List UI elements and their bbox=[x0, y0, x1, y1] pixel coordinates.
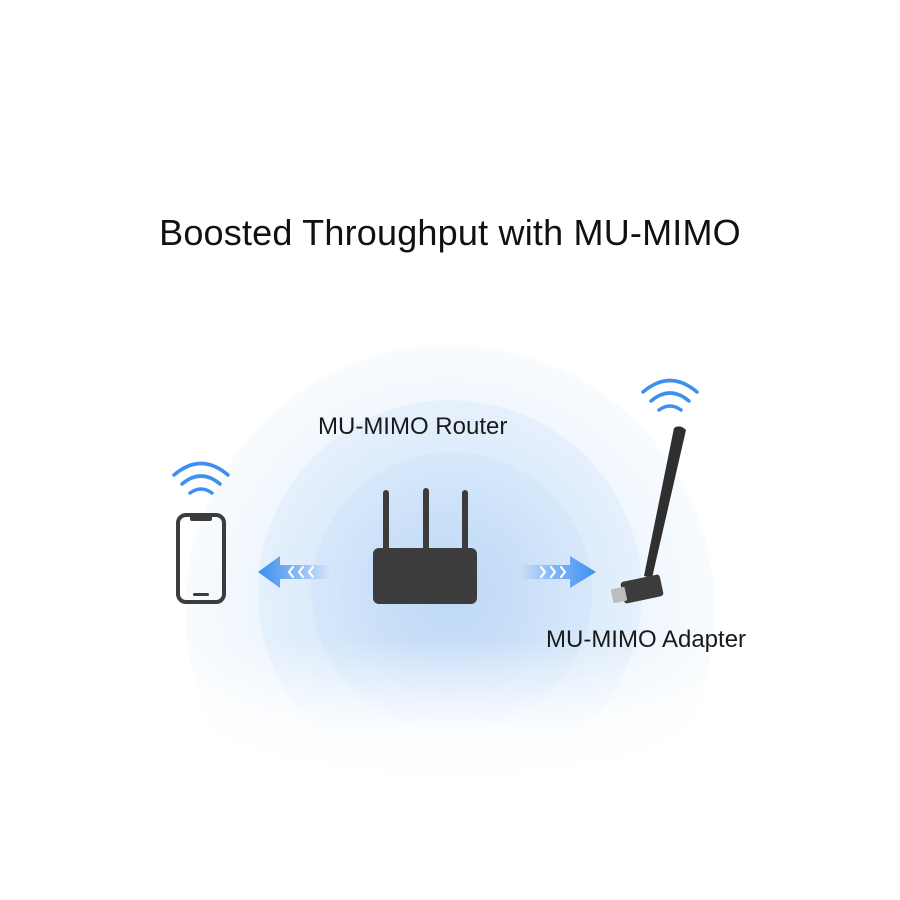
glow-fade bbox=[0, 640, 900, 900]
router-icon bbox=[373, 488, 477, 604]
adapter-label: MU-MIMO Adapter bbox=[546, 626, 747, 653]
arrow-to-phone bbox=[258, 556, 330, 588]
wifi-icon bbox=[641, 378, 699, 412]
usb-adapter-icon bbox=[610, 426, 686, 604]
router-label: MU-MIMO Router bbox=[318, 413, 508, 440]
smartphone-icon bbox=[176, 513, 226, 604]
diagram-title: Boosted Throughput with MU-MIMO bbox=[159, 212, 741, 253]
wifi-icon bbox=[172, 461, 230, 495]
arrow-to-adapter bbox=[520, 556, 596, 588]
